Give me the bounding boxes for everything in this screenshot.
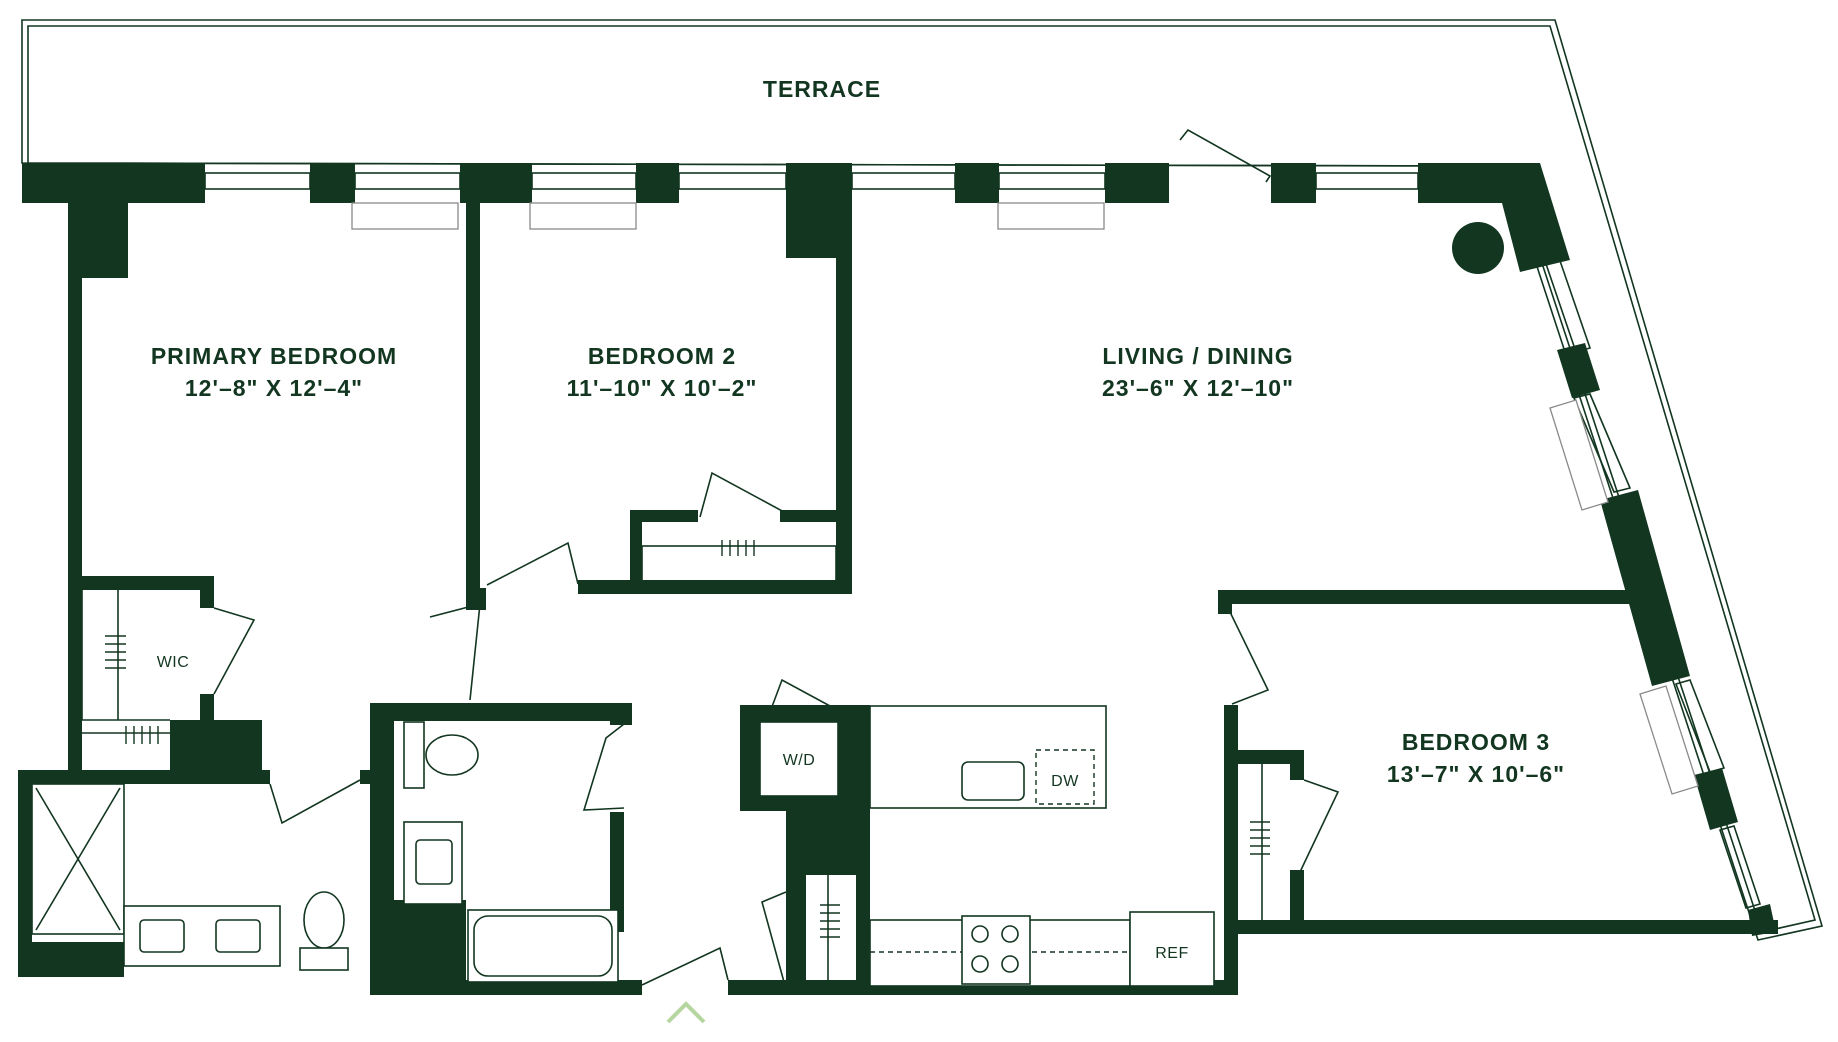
toilet-primary	[303, 891, 345, 949]
windows-top	[204, 172, 1419, 230]
range	[961, 915, 1031, 985]
terrace-door	[1179, 128, 1272, 183]
dishwasher	[1035, 749, 1095, 805]
hall-bath-fixtures	[403, 721, 619, 983]
label-refrigerator: REF	[1155, 945, 1189, 962]
room-name-primary-bedroom: PRIMARY BEDROOM	[151, 343, 397, 369]
partition-walls	[18, 203, 1778, 995]
label-dishwasher: DW	[1051, 773, 1079, 790]
room-size-bedroom-3: 13'–7" X 10'–6"	[1387, 761, 1565, 787]
label-washer-dryer: W/D	[783, 752, 816, 769]
doors	[213, 471, 1340, 986]
kitchen	[759, 705, 1215, 987]
room-size-living-dining: 23'–6" X 12'–10"	[1102, 375, 1294, 401]
column-icon	[1452, 222, 1504, 274]
kitchen-sink	[961, 761, 1025, 801]
room-size-bedroom-2: 11'–10" X 10'–2"	[567, 375, 758, 401]
primary-bath-fixtures	[31, 783, 349, 971]
closet-shelving	[81, 540, 1270, 980]
room-name-bedroom-2: BEDROOM 2	[588, 343, 736, 369]
entry-chevron-icon	[666, 1001, 706, 1024]
room-name-living-dining: LIVING / DINING	[1102, 343, 1293, 369]
washer-dryer	[759, 721, 839, 797]
room-name-bedroom-3: BEDROOM 3	[1402, 729, 1550, 755]
exterior-wall-diagonal	[1542, 254, 1776, 936]
refrigerator	[1129, 911, 1215, 987]
toilet-hall	[425, 734, 479, 776]
label-wic: WIC	[157, 654, 190, 671]
terrace-label: TERRACE	[763, 76, 881, 102]
room-size-primary-bedroom: 12'–8" X 12'–4"	[185, 375, 363, 401]
exterior-wall-left	[68, 163, 128, 775]
exterior-wall-top	[22, 163, 1570, 272]
